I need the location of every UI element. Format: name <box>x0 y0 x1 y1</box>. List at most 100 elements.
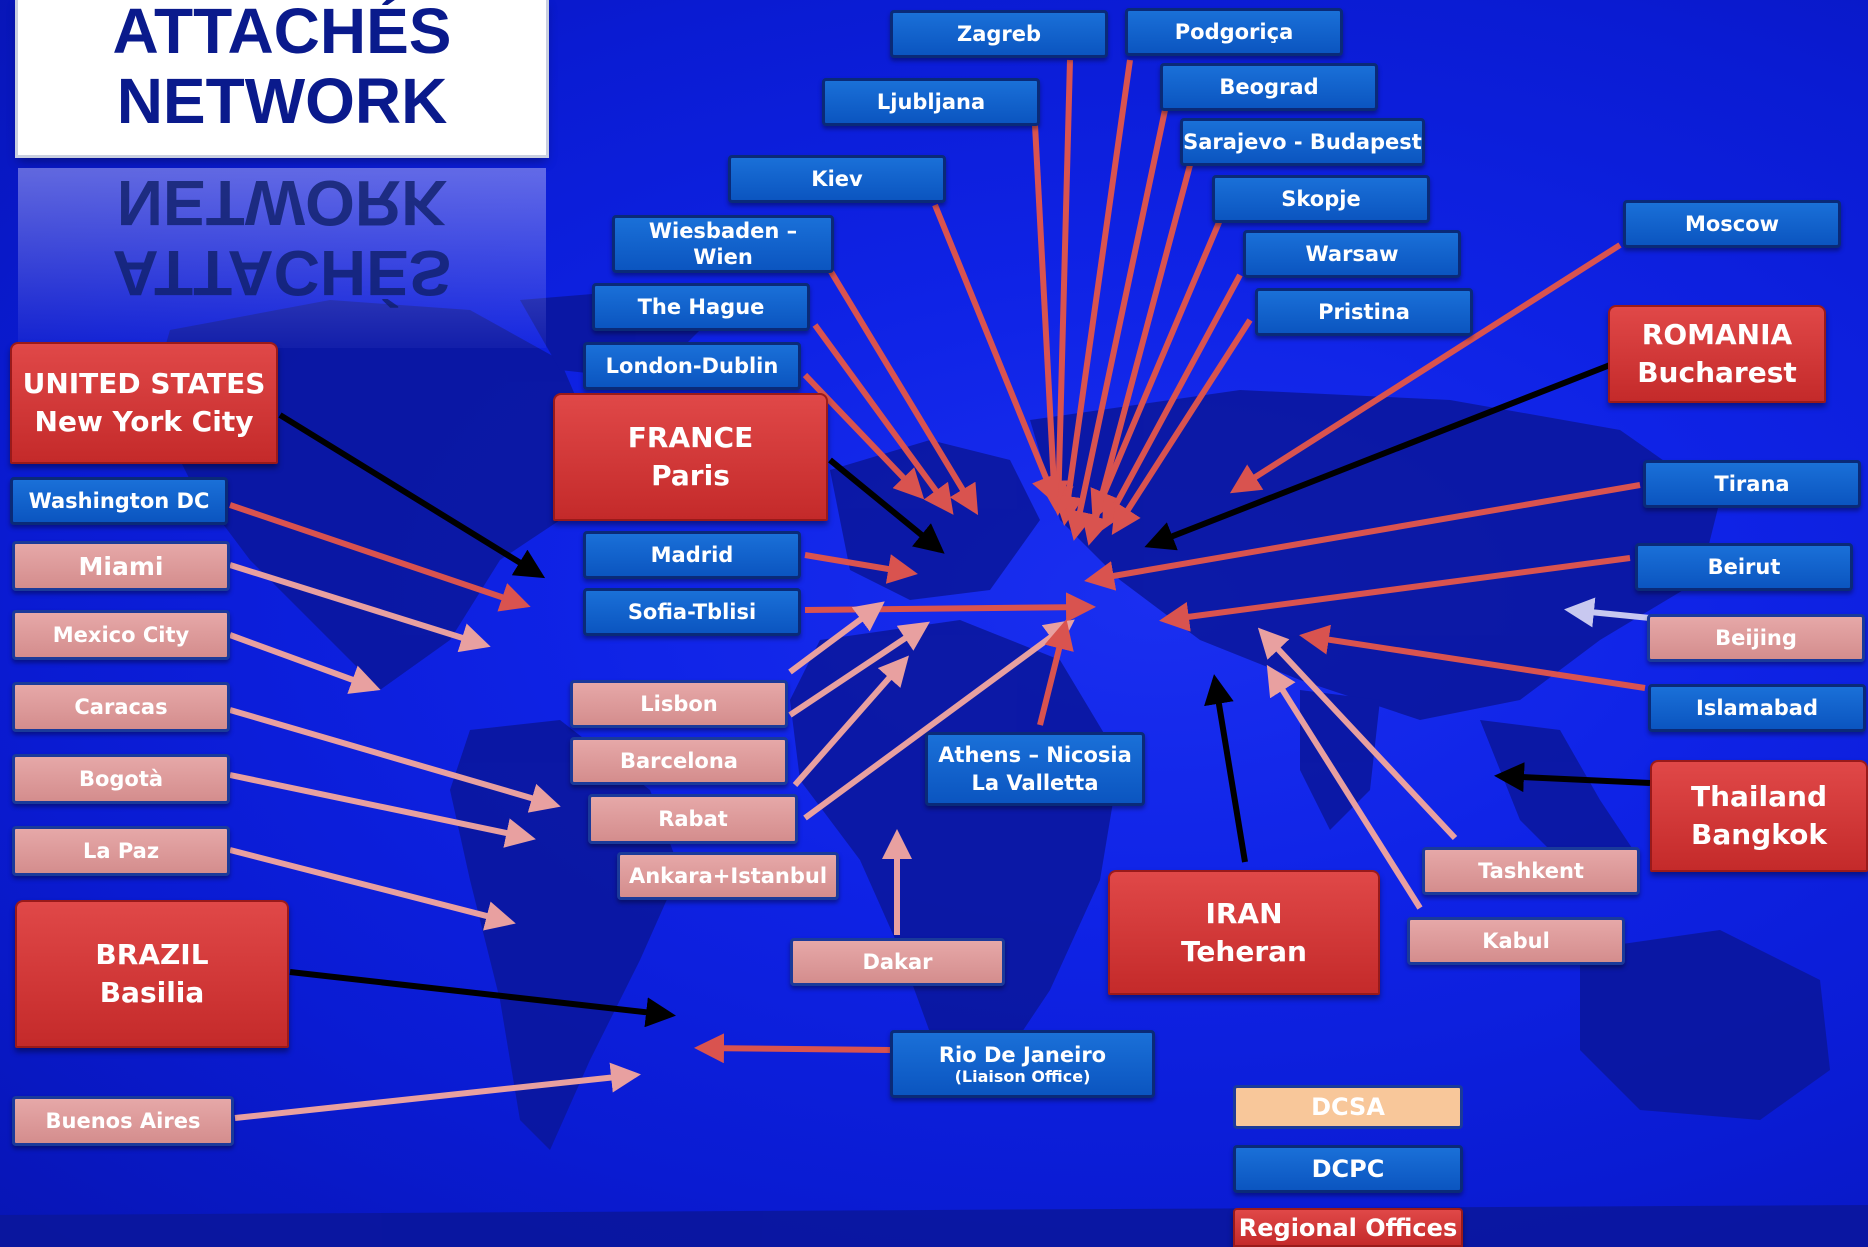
asia-shape <box>1030 390 1720 720</box>
node-label: Bogotà <box>78 767 164 791</box>
node-label: London-Dublin <box>605 354 779 378</box>
arrow-zagreb <box>1043 59 1074 516</box>
arrow-islamabad <box>1299 624 1646 691</box>
legend-label: DCPC <box>1311 1155 1385 1183</box>
arrow-barcelona <box>788 621 930 718</box>
arrow-mexico <box>228 632 381 694</box>
node-label: Wiesbaden – Wien <box>648 219 798 269</box>
arrow-beirut <box>1159 555 1631 632</box>
node-label: Sofia-Tblisi <box>627 600 757 624</box>
arrow-washington <box>229 502 531 612</box>
arrow-beijing <box>1564 597 1651 628</box>
country-label: UNITED STATES <box>22 367 266 400</box>
arrow-wiesbaden <box>827 268 979 516</box>
node-label-line-2: (Liaison Office) <box>954 1067 1091 1086</box>
node-beograd: Beograd <box>1160 63 1378 111</box>
node-label: Warsaw <box>1305 242 1399 266</box>
node-label: Beirut <box>1707 555 1781 579</box>
node-warsaw: Warsaw <box>1243 230 1461 278</box>
diagram-title: ATTACHÉS NETWORK <box>18 0 546 155</box>
node-label: Buenos Aires <box>45 1109 201 1133</box>
node-label-line-1: Rio De Janeiro <box>938 1043 1107 1067</box>
regional-france: FRANCE Paris <box>553 393 828 521</box>
node-label: La Paz <box>82 839 160 863</box>
node-moscow: Moscow <box>1623 200 1841 248</box>
node-athens-nicosia: Athens – Nicosia La Valletta <box>925 732 1145 806</box>
arrow-bogota <box>229 772 536 848</box>
node-islamabad: Islamabad <box>1648 684 1866 732</box>
node-label: Mexico City <box>52 623 190 647</box>
node-london-dublin: London-Dublin <box>583 342 801 390</box>
node-label: Dakar <box>862 950 933 974</box>
regional-iran: IRAN Teheran <box>1108 870 1380 995</box>
node-label: Madrid <box>650 543 734 567</box>
southeast-asia-shape <box>1480 720 1640 880</box>
node-label-line-2: La Valletta <box>971 771 1099 795</box>
node-dakar: Dakar <box>790 938 1005 986</box>
regional-romania: ROMANIA Bucharest <box>1608 305 1826 403</box>
node-ljubljana: Ljubljana <box>822 78 1040 126</box>
legend-label: Regional Offices <box>1238 1213 1458 1242</box>
arrow-madrid <box>804 552 918 584</box>
arrow-pristina <box>1111 318 1253 536</box>
arrow-new-york <box>278 412 546 579</box>
arrow-lapaz <box>229 847 516 931</box>
regional-thailand: Thailand Bangkok <box>1650 760 1868 872</box>
node-kiev: Kiev <box>728 155 946 203</box>
city-label: Basilia <box>99 976 205 1009</box>
node-rio-de-janeiro: Rio De Janeiro (Liaison Office) <box>890 1030 1155 1098</box>
node-miami: Miami <box>12 541 230 591</box>
node-tirana: Tirana <box>1643 460 1861 508</box>
node-caracas: Caracas <box>12 682 230 732</box>
arrow-kiev <box>932 203 1060 506</box>
country-label: FRANCE <box>627 421 754 454</box>
arrow-sarajevo <box>1081 164 1193 546</box>
arrow-athens <box>1037 619 1074 726</box>
reflection-line-2: NETWORK <box>116 168 448 239</box>
europe-shape <box>830 440 1040 600</box>
title-reflection: ATTACHÉS NETWORK <box>18 168 546 348</box>
country-label: IRAN <box>1205 896 1283 930</box>
node-buenos-aires: Buenos Aires <box>12 1096 234 1146</box>
node-label: Sarajevo - Budapest <box>1183 130 1422 154</box>
node-label: Kiev <box>811 167 863 191</box>
arrow-teheran <box>1204 674 1248 863</box>
regional-united-states: UNITED STATES New York City <box>10 342 278 464</box>
node-la-paz: La Paz <box>12 826 230 876</box>
legend-dcpc: DCPC <box>1233 1145 1463 1193</box>
node-sarajevo-budapest: Sarajevo - Budapest <box>1180 118 1425 166</box>
arrow-rio <box>694 1033 891 1064</box>
node-label: Tashkent <box>1478 859 1584 883</box>
country-label: ROMANIA <box>1641 318 1793 351</box>
country-label: BRAZIL <box>95 938 209 971</box>
australia-shape <box>1580 930 1830 1120</box>
node-label: Tirana <box>1714 472 1790 496</box>
node-beirut: Beirut <box>1635 543 1853 591</box>
node-label: Podgoriça <box>1174 20 1294 44</box>
arrow-buenos-aires <box>234 1062 641 1121</box>
node-label: The Hague <box>637 295 765 319</box>
title-line-2: NETWORK <box>116 65 448 137</box>
arrow-podgorica <box>1053 59 1133 526</box>
country-label: Thailand <box>1691 780 1827 813</box>
node-barcelona: Barcelona <box>570 737 788 785</box>
city-label: Bangkok <box>1691 818 1827 851</box>
node-washington-dc: Washington DC <box>10 477 228 525</box>
title-line-1: ATTACHÉS <box>112 0 452 67</box>
node-podgorica: Podgoriça <box>1125 8 1343 56</box>
arrow-bucharest <box>1144 362 1612 551</box>
legend-regional-offices: Regional Offices <box>1233 1208 1463 1247</box>
legend-dcsa: DCSA <box>1233 1085 1463 1129</box>
node-ankara-istanbul: Ankara+Istanbul <box>617 852 839 900</box>
arrow-lisbon <box>788 601 885 675</box>
city-label: Bucharest <box>1637 356 1797 389</box>
arrow-ljubljana <box>1032 124 1069 511</box>
arrow-moscow <box>1229 242 1622 494</box>
node-zagreb: Zagreb <box>890 10 1108 58</box>
node-wiesbaden-wien: Wiesbaden – Wien <box>612 215 834 273</box>
node-label: Skopje <box>1281 187 1361 211</box>
node-label: Kabul <box>1482 929 1550 953</box>
arrow-brazil <box>289 969 676 1028</box>
node-rabat: Rabat <box>588 794 798 844</box>
